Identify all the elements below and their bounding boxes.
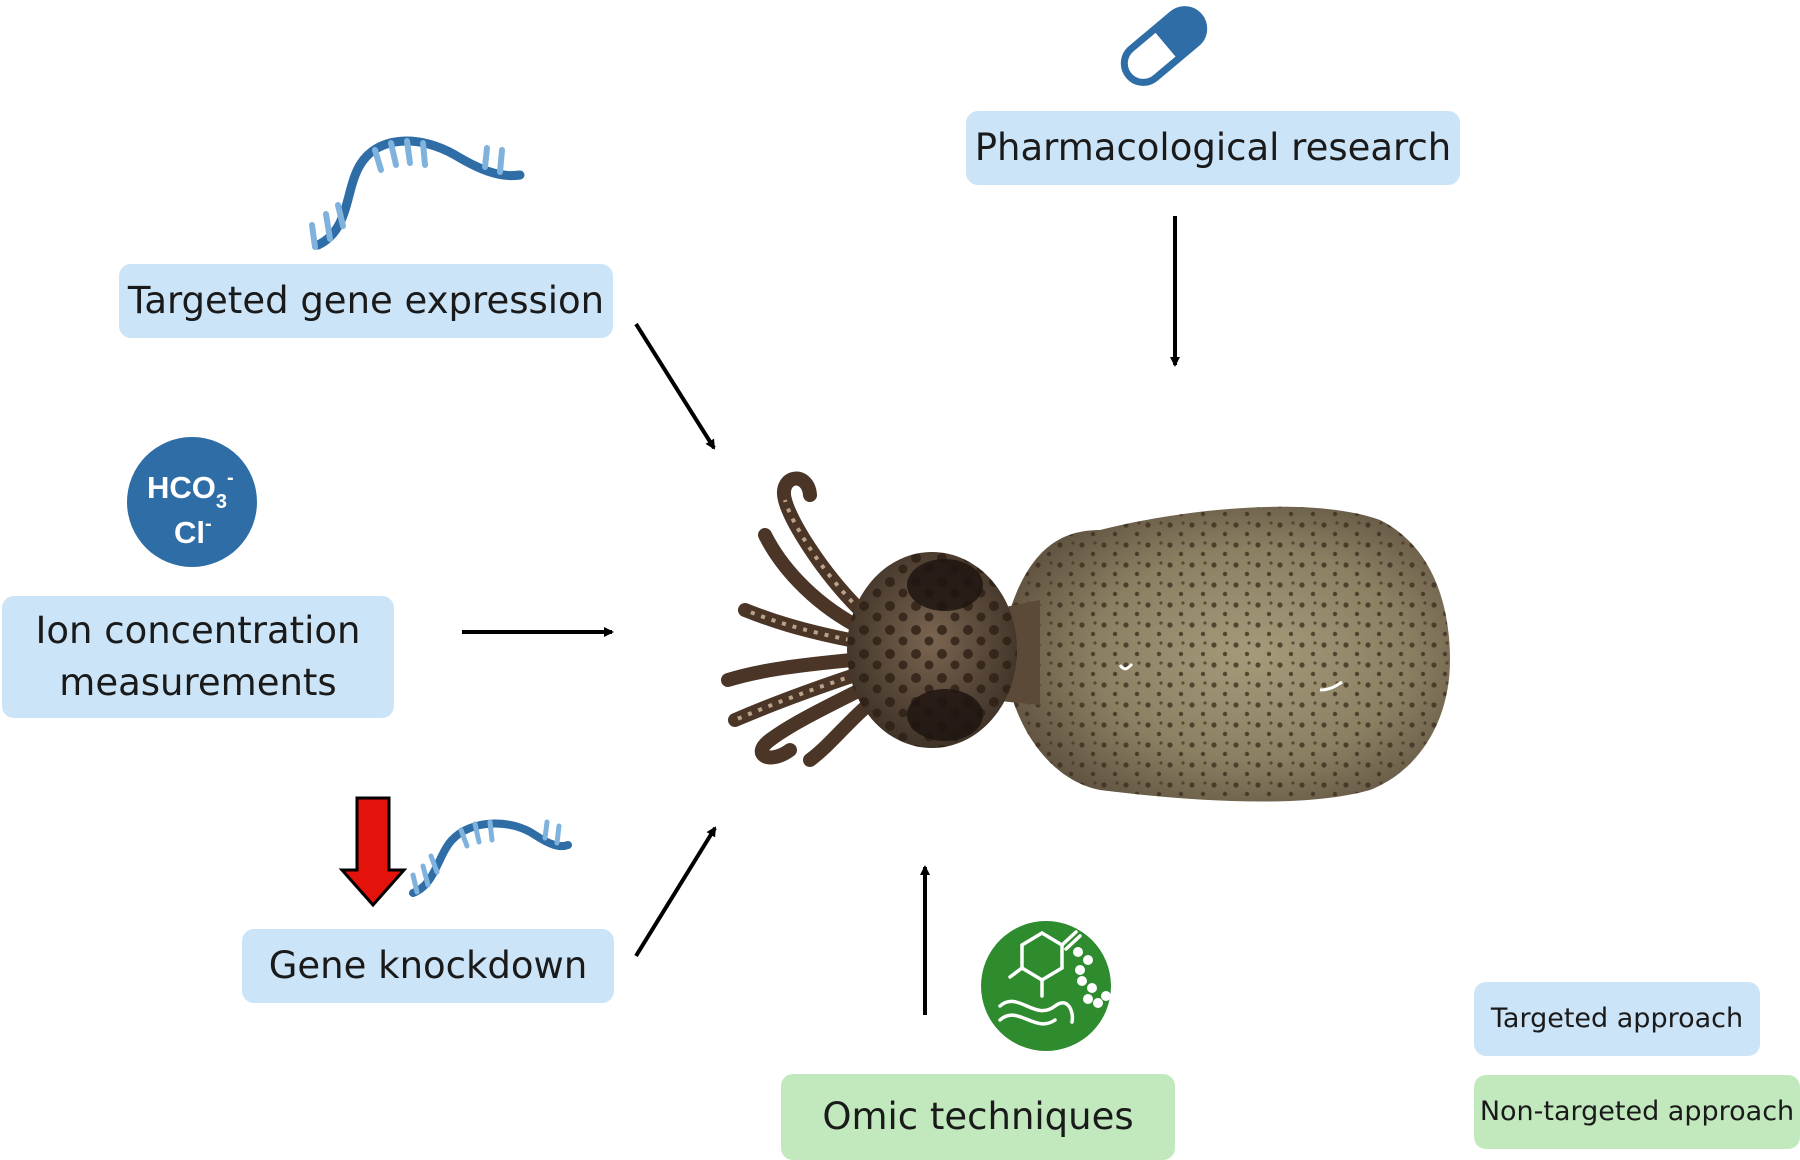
gene-knockdown-label: Gene knockdown	[268, 944, 588, 988]
ion-concentration-box: Ion concentration measurements	[2, 596, 394, 718]
rna-strand-icon	[409, 819, 572, 897]
arrow-gene-knockdown	[634, 826, 717, 958]
omic-techniques-label: Omic techniques	[822, 1095, 1134, 1139]
omics-icon	[981, 921, 1111, 1051]
capsule-icon	[1120, 6, 1208, 86]
targeted-gene-expression-box: Targeted gene expression	[119, 264, 613, 338]
omic-techniques-box: Omic techniques	[781, 1074, 1175, 1160]
legend-targeted-label: Targeted approach	[1490, 1003, 1744, 1035]
down-arrow-icon	[338, 796, 408, 908]
legend-targeted-approach: Targeted approach	[1474, 982, 1760, 1056]
targeted-gene-expression-label: Targeted gene expression	[127, 279, 605, 323]
arrows	[462, 216, 1180, 1015]
svg-text:HCO3-: HCO3-	[147, 467, 234, 513]
legend-non-targeted-approach: Non-targeted approach	[1474, 1075, 1800, 1149]
arrow-gene-expression	[634, 322, 716, 450]
ion-circle-icon: HCO3- Cl-	[127, 437, 257, 567]
squid-image	[721, 471, 1450, 802]
ion-concentration-label: Ion concentration measurements	[35, 609, 361, 704]
gene-knockdown-box: Gene knockdown	[242, 929, 614, 1003]
svg-text:Cl-: Cl-	[174, 513, 212, 550]
pharmacological-research-label: Pharmacological research	[974, 126, 1452, 170]
legend-non-targeted-label: Non-targeted approach	[1479, 1096, 1795, 1128]
rna-strand-icon	[309, 136, 525, 250]
pharmacological-research-box: Pharmacological research	[966, 111, 1460, 185]
